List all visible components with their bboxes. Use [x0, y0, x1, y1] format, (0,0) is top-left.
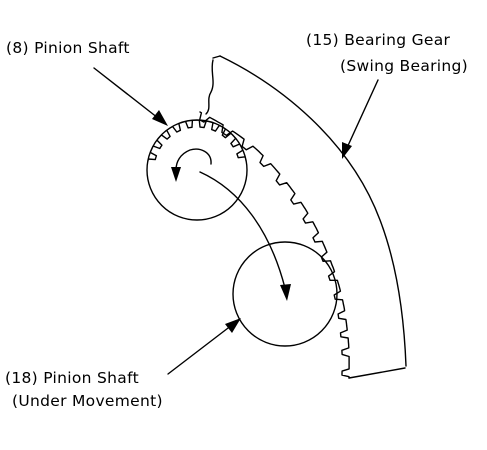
leader-pinion-moving — [167, 324, 233, 375]
label-pinion-shaft-moving-line1: (18) Pinion Shaft — [5, 369, 139, 387]
movement-arc — [199, 171, 286, 289]
label-bearing-gear-line2: (Swing Bearing) — [340, 57, 468, 75]
rotation-arrowhead — [171, 167, 181, 182]
bearing-gear-break-line — [205, 59, 214, 115]
leader-pinion-moving-head — [225, 318, 241, 333]
callout-labels: (8) Pinion Shaft (15) Bearing Gear (Swin… — [5, 31, 468, 410]
bearing-gear-teeth — [199, 111, 350, 379]
leader-bearing-gear — [345, 79, 379, 151]
leader-arrows — [93, 67, 379, 375]
bearing-gear-bottom-edge — [348, 367, 406, 379]
rotation-arc — [175, 148, 212, 171]
label-pinion-shaft-top: (8) Pinion Shaft — [6, 39, 130, 57]
movement-path — [199, 171, 291, 301]
pinion-shaft-top — [146, 119, 248, 221]
pinion-shaft-moving — [232, 241, 338, 347]
leader-pinion-top — [93, 67, 159, 119]
leader-bearing-gear-head — [342, 142, 352, 159]
pinion-shaft-moving-circle — [232, 241, 338, 347]
bearing-gear-outer-arc — [219, 55, 407, 367]
movement-arrowhead — [280, 284, 291, 301]
bearing-gear — [199, 55, 407, 379]
label-pinion-shaft-moving-line2: (Under Movement) — [12, 392, 163, 410]
leader-pinion-top-head — [152, 110, 168, 126]
pinion-shaft-top-teeth — [147, 120, 247, 162]
label-bearing-gear-line1: (15) Bearing Gear — [306, 31, 451, 49]
bearing-gear-top-edge — [212, 55, 221, 59]
